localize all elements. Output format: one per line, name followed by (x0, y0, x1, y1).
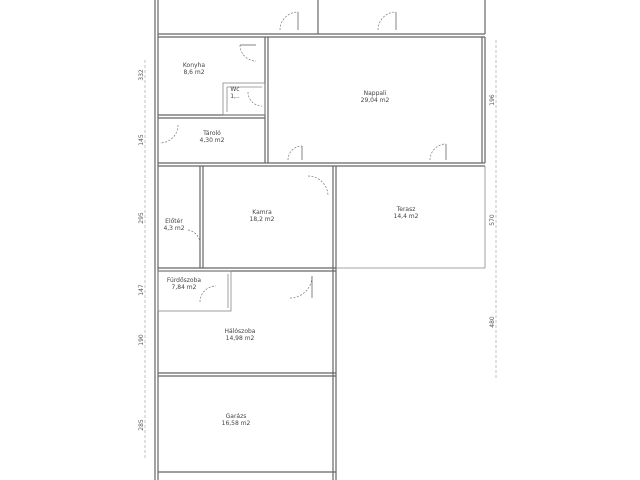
room-name-kamra: Kamra (252, 209, 272, 216)
dim-left-0: 332 (138, 69, 145, 81)
dimension-labels: 332 145 295 147 190 285 196 570 480 (138, 69, 496, 431)
dim-right-0: 196 (489, 94, 496, 106)
room-name-wc: Wc (230, 86, 239, 93)
room-area-haloszoba: 14,98 m2 (226, 335, 255, 342)
room-area-konyha: 8,6 m2 (183, 69, 204, 76)
doors (159, 11, 447, 303)
dim-left-5: 285 (138, 419, 145, 431)
room-name-garazs: Garázs (226, 413, 247, 420)
dim-right-1: 570 (489, 214, 496, 226)
dim-right-2: 480 (489, 316, 496, 328)
dim-left-1: 145 (138, 134, 145, 146)
room-name-nappali: Nappali (364, 90, 387, 97)
room-name-konyha: Konyha (183, 62, 205, 69)
dim-left-4: 190 (138, 334, 145, 346)
room-area-furdoszoba: 7,84 m2 (172, 284, 197, 291)
dim-left-2: 295 (138, 212, 145, 224)
room-area-garazs: 16,58 m2 (222, 420, 251, 427)
room-name-furdoszoba: Fürdőszoba (167, 277, 202, 284)
room-area-eloter: 4,3 m2 (163, 225, 184, 232)
room-name-eloter: Előtér (165, 218, 183, 225)
room-area-nappali: 29,04 m2 (361, 97, 390, 104)
room-labels: Konyha 8,6 m2 Wc 1,.. Nappali 29,04 m2 T… (163, 62, 418, 427)
room-area-terasz: 14,4 m2 (394, 213, 419, 220)
room-area-wc: 1,.. (230, 93, 240, 100)
walls (154, 0, 486, 480)
dim-left-3: 147 (138, 284, 145, 296)
room-area-kamra: 18,2 m2 (250, 216, 275, 223)
room-name-tarolo: Tároló (202, 130, 221, 137)
room-area-tarolo: 4,30 m2 (200, 137, 225, 144)
room-name-terasz: Terasz (396, 206, 416, 213)
room-name-haloszoba: Hálószoba (225, 328, 256, 335)
dimension-lines (144, 40, 497, 460)
